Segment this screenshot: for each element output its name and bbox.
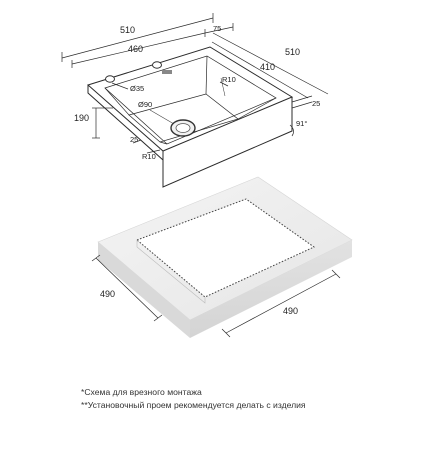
bowl-edge (205, 55, 208, 95)
label-radius-bottom: R10 (142, 152, 156, 161)
label-cutout-depth: 490 (100, 289, 115, 299)
dimension-line (95, 257, 159, 319)
label-bowl-width: 460 (128, 44, 143, 54)
bowl-edge (237, 97, 277, 120)
label-angle: 91° (296, 119, 307, 128)
slab-front-left-edge (98, 242, 190, 338)
dimension-line (289, 124, 294, 137)
label-cutout-width: 490 (283, 306, 298, 316)
dimension-line (71, 32, 206, 65)
dimension-line (111, 82, 129, 90)
note-cutout-recommendation: **Установочный проем рекомендуется делат… (81, 399, 306, 410)
cutout-hole (136, 198, 315, 298)
installation-notes: *Схема для врезного монтажа **Установочн… (81, 386, 306, 411)
dimension-line (146, 149, 161, 154)
faucet-hole-right (152, 61, 162, 69)
faucet-hole-left (105, 75, 115, 83)
label-overall-width: 510 (120, 25, 135, 35)
label-hole-diameter: Ø35 (130, 84, 144, 93)
dimension-line (212, 32, 329, 95)
label-rim-left: 25 (130, 135, 138, 144)
label-right-offset: 75 (213, 24, 221, 33)
dimension-line (331, 269, 341, 279)
dimension-line (219, 81, 229, 87)
countertop-slab (97, 176, 353, 338)
label-drain-diameter: Ø90 (138, 100, 152, 109)
label-radius-top: R10 (222, 75, 236, 84)
label-bowl-depth: 410 (260, 62, 275, 72)
bowl-edge (220, 77, 226, 97)
dimension-line (153, 314, 163, 322)
logo-plate (162, 70, 172, 74)
label-height: 190 (74, 113, 89, 123)
label-rim: 25 (312, 99, 320, 108)
slab-front-right-edge (190, 240, 352, 338)
dimension-line (221, 328, 231, 338)
dimension-labels: 510 460 75 510 410 190 25 25 Ø35 Ø90 R10… (74, 24, 320, 316)
dimension-lines (61, 13, 329, 154)
dimension-line (225, 273, 337, 334)
dimension-line (291, 101, 313, 109)
dimension-line (211, 41, 309, 99)
dimension-line (132, 139, 142, 144)
leader-line (149, 109, 175, 125)
bowl-edge (104, 87, 130, 116)
sink-body (87, 46, 294, 188)
cutout-inner-wall (136, 240, 206, 304)
dimension-line (61, 17, 214, 59)
cutout-dimension-lines (91, 254, 341, 338)
dimension-line (204, 26, 234, 34)
dimension-line (91, 254, 101, 262)
drain (149, 109, 196, 137)
dimension-line (291, 95, 313, 103)
bowl-edge (159, 141, 168, 145)
note-mounting-scheme: *Схема для врезного монтажа (81, 387, 202, 397)
sink-outer-body (87, 85, 293, 188)
label-overall-depth: 510 (285, 47, 300, 57)
